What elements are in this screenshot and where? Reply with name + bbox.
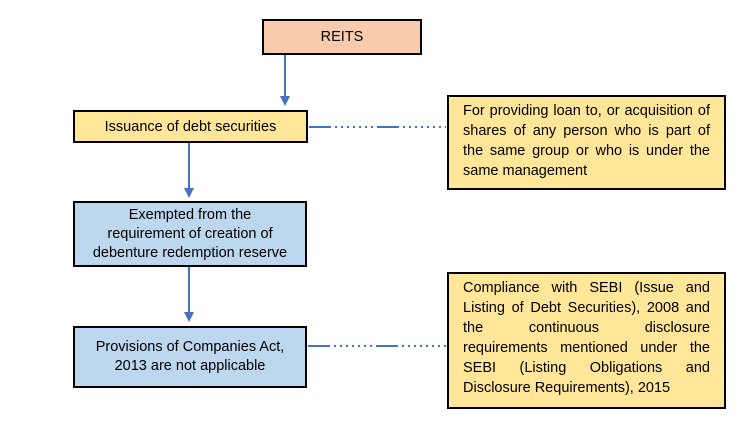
- sebi-compliance-text: Compliance with SEBI (Issue and Listing …: [463, 280, 710, 396]
- exempted-box: Exempted from the requirement of creatio…: [73, 201, 307, 267]
- provisions-box: Provisions of Companies Act, 2013 are no…: [73, 326, 307, 388]
- sebi-compliance-box: Compliance with SEBI (Issue and Listing …: [447, 272, 726, 409]
- reits-box: REITS: [262, 19, 422, 55]
- provisions-label: Provisions of Companies Act, 2013 are no…: [95, 339, 285, 374]
- reits-label: REITS: [320, 29, 364, 45]
- exempted-label: Exempted from the requirement of creatio…: [92, 206, 288, 261]
- loan-annotation-box: For providing loan to, or acquisition of…: [447, 95, 726, 190]
- loan-annotation-text: For providing loan to, or acquisition of…: [463, 103, 710, 179]
- issuance-label: Issuance of debt securities: [104, 118, 277, 135]
- issuance-box: Issuance of debt securities: [73, 110, 308, 143]
